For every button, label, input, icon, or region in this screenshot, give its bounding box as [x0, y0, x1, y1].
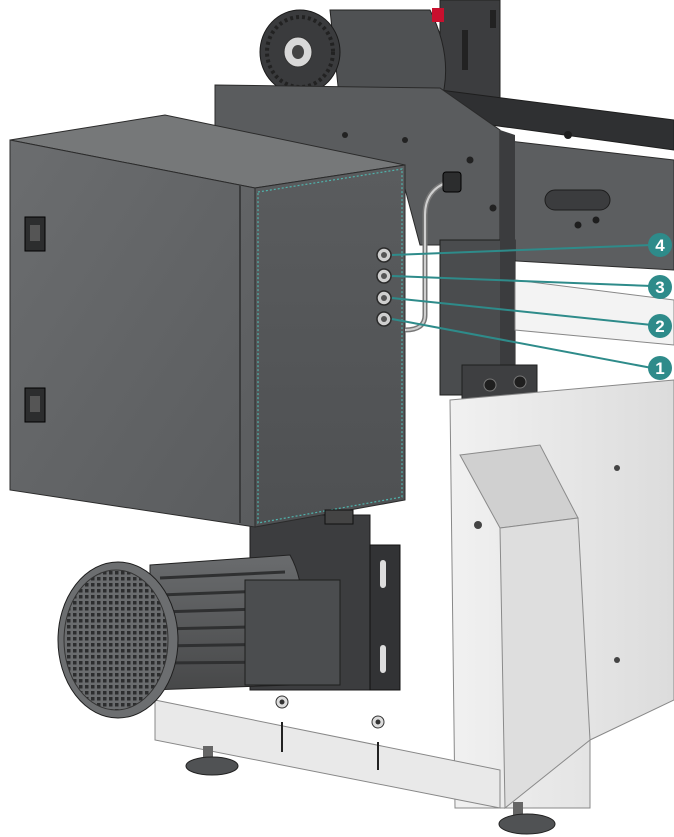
- sheet-panel: [499, 517, 591, 810]
- callout-4: 4: [391, 233, 672, 257]
- bolt: [513, 375, 527, 389]
- bolt: [489, 204, 497, 212]
- floor-bolt: [371, 715, 385, 770]
- connector-1: [376, 311, 392, 327]
- callout-1-label: 1: [655, 359, 664, 378]
- callout-1: 1: [391, 318, 672, 380]
- bolt: [483, 378, 497, 392]
- bolt: [402, 137, 408, 143]
- bolt: [466, 156, 474, 164]
- pulley-assembly: [259, 8, 447, 106]
- post-slot: [490, 10, 496, 28]
- sheet-hole: [474, 521, 482, 529]
- callout-4-badge: [648, 233, 672, 257]
- connector-3: [376, 268, 392, 284]
- cabinet-side: [254, 164, 406, 528]
- post-slot: [462, 30, 468, 70]
- door-lock-lower: [24, 387, 46, 423]
- cabinet-front: [9, 139, 256, 528]
- frame-column-side: [500, 130, 515, 395]
- pulley-teeth: [265, 15, 335, 89]
- electric-motor: [57, 554, 341, 719]
- pulley-bore: [292, 45, 304, 59]
- callout-2-label: 2: [655, 317, 664, 336]
- door-lock-upper: [24, 216, 46, 252]
- leveling-foot-right: [498, 802, 556, 835]
- cable-connector: [442, 171, 462, 193]
- callout-1-leader: [391, 318, 653, 369]
- bolt: [592, 216, 600, 224]
- bolt: [342, 132, 348, 138]
- callout-2-leader: [391, 297, 653, 326]
- bracket-slot: [380, 560, 386, 588]
- cable: [404, 181, 449, 331]
- callouts: 4 3 2 1: [391, 233, 672, 380]
- electrical-cabinet: [9, 114, 406, 528]
- callout-4-label: 4: [655, 236, 665, 255]
- bolt: [574, 221, 582, 229]
- upper-frame: [439, 0, 674, 271]
- callout-3: 3: [391, 275, 672, 299]
- callout-4-leader: [391, 244, 653, 256]
- callout-3-label: 3: [655, 278, 664, 297]
- leveling-foot-left: [185, 746, 239, 776]
- floor-bolt: [275, 695, 289, 752]
- bolt: [564, 131, 572, 139]
- bracket-slot: [380, 645, 386, 673]
- connector-4: [376, 247, 392, 263]
- terminal-box: [244, 579, 341, 686]
- side-rail: [514, 279, 674, 346]
- handle: [544, 189, 611, 211]
- callout-3-badge: [648, 275, 672, 299]
- connector-2: [376, 290, 392, 306]
- callout-2-badge: [648, 314, 672, 338]
- callout-3-leader: [391, 275, 653, 287]
- cabinet-side-highlight: [257, 168, 403, 524]
- fan-grille: [63, 569, 169, 711]
- sheet-hole: [614, 657, 620, 663]
- cable-gland: [324, 509, 354, 525]
- red-detail: [432, 8, 444, 22]
- callout-2: 2: [391, 297, 672, 338]
- base-sheet: [154, 699, 501, 809]
- sheet-hole: [614, 465, 620, 471]
- callout-1-badge: [648, 356, 672, 380]
